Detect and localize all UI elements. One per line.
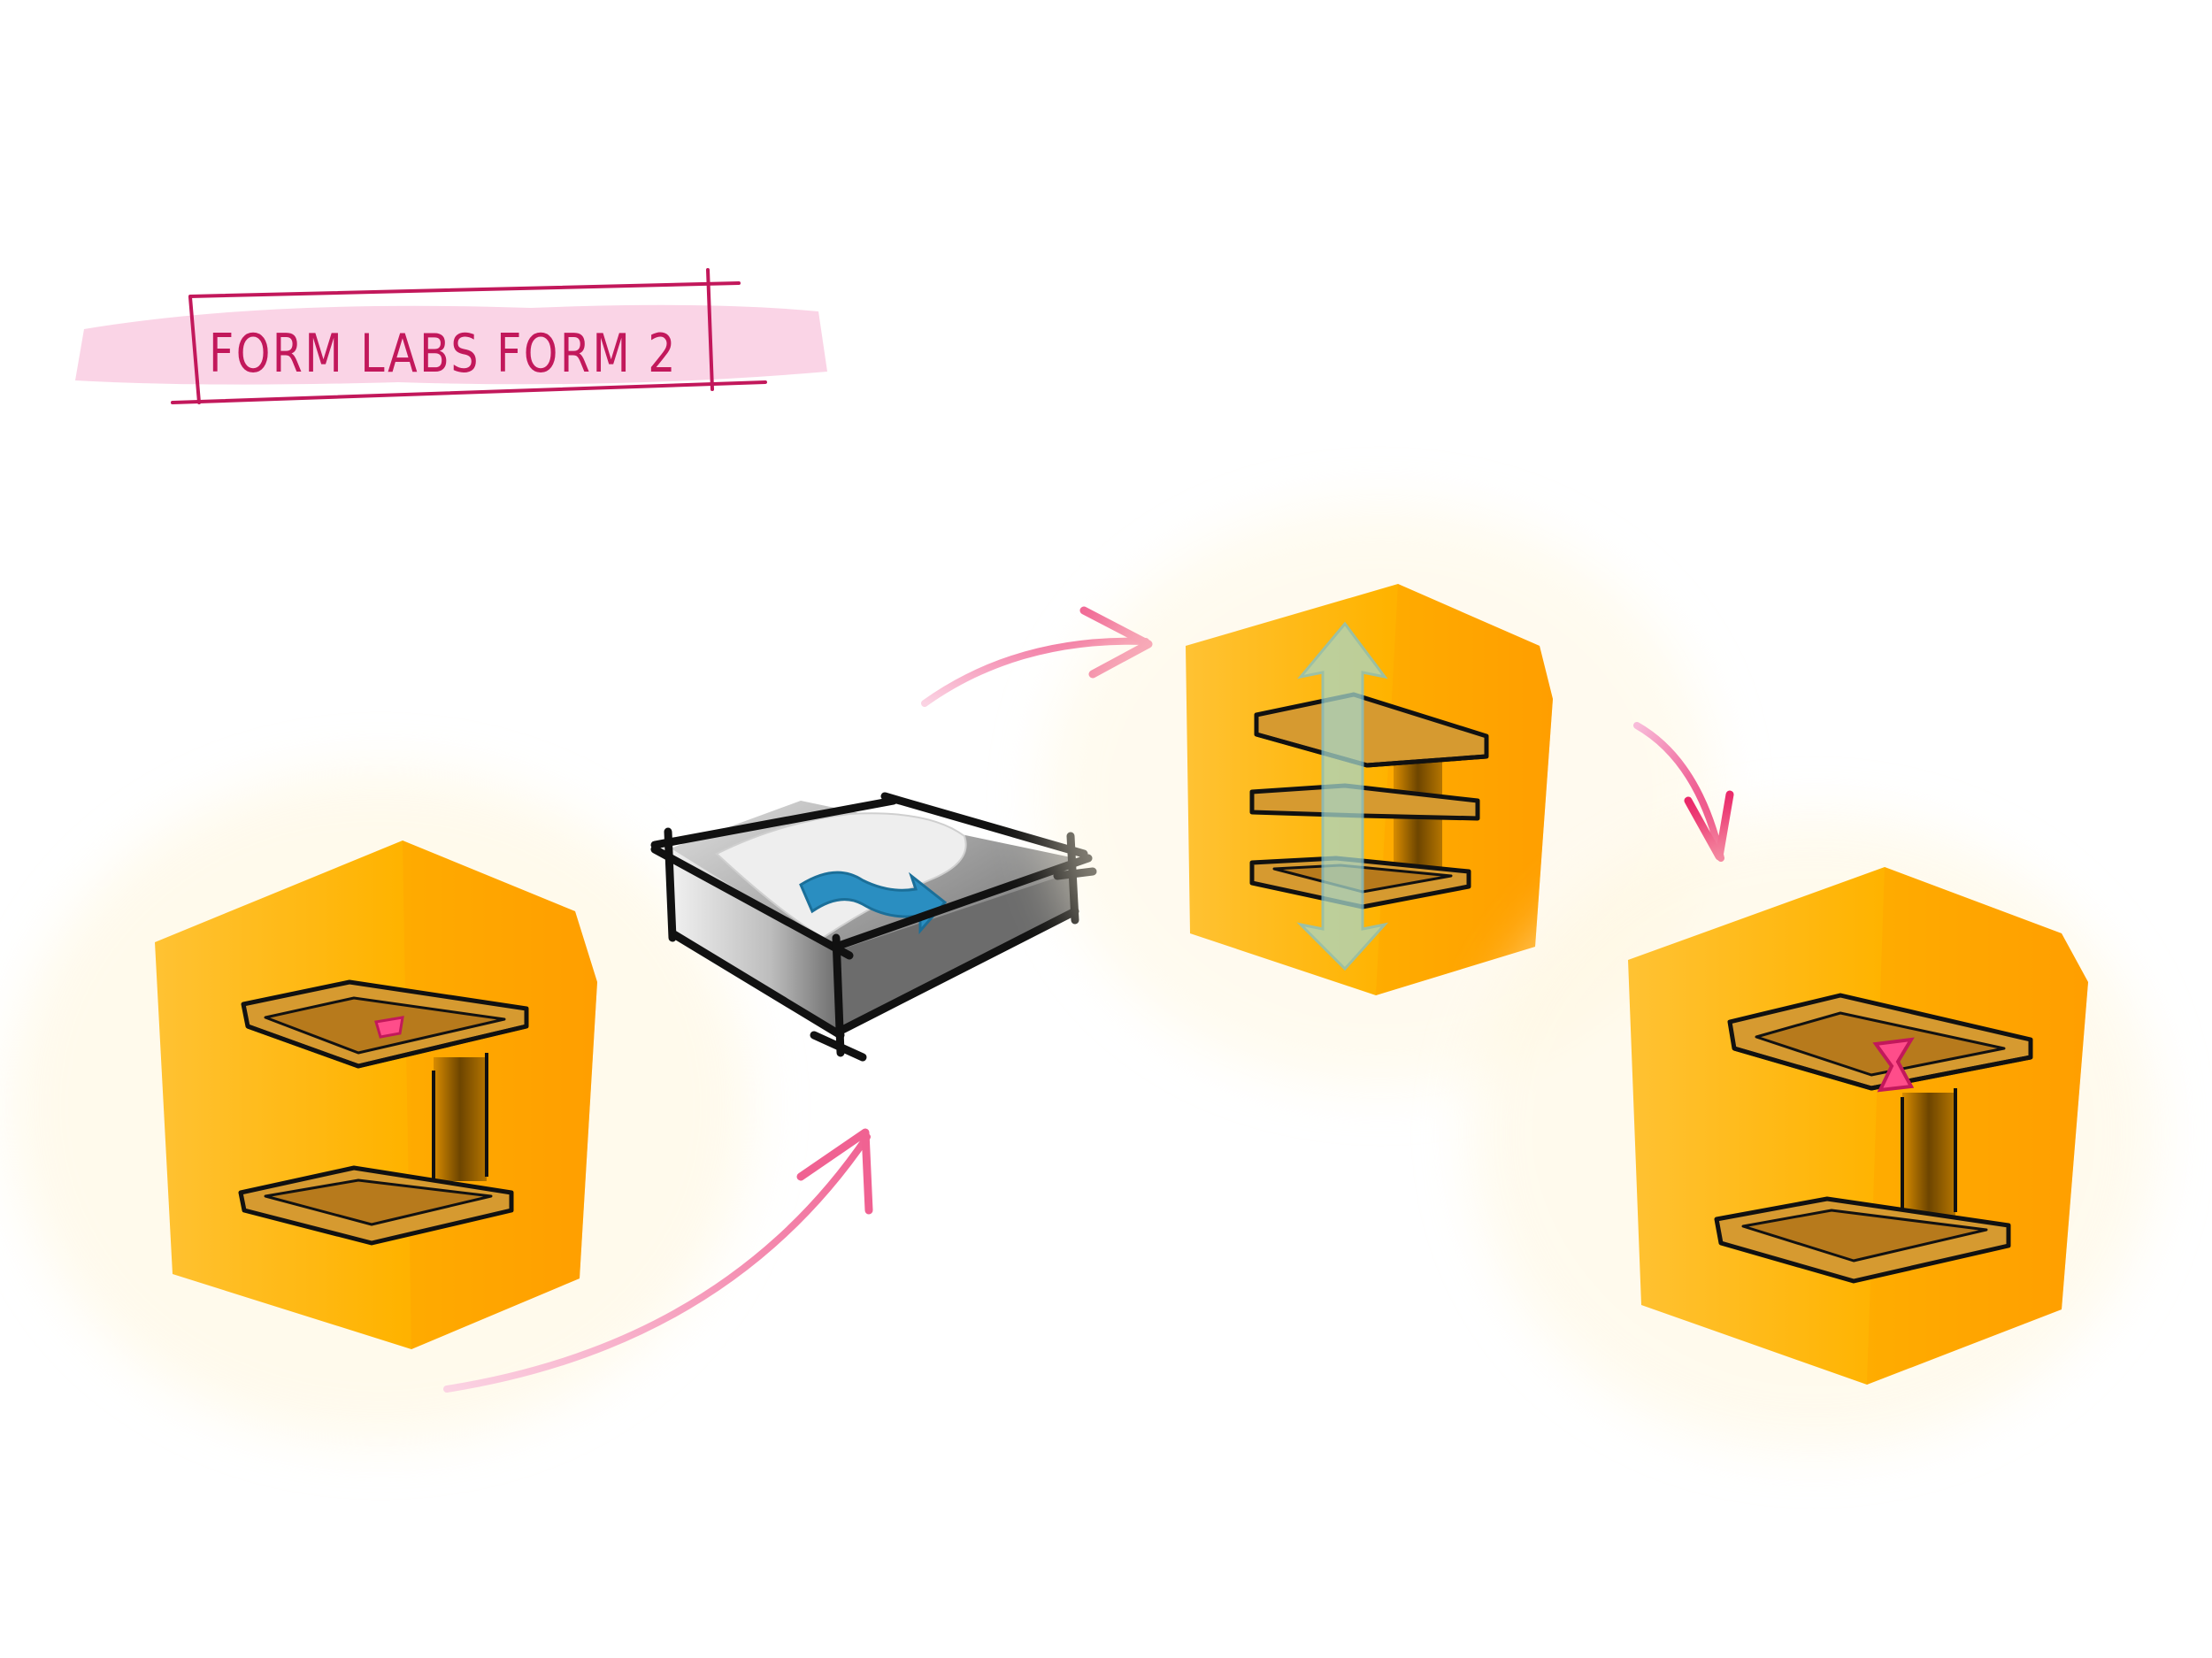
vertical-motion-arrow (1296, 621, 1389, 971)
resin-tank (238, 1165, 514, 1246)
z-axis-column (434, 1057, 487, 1181)
title-group: FORM LABS FORM 2 (75, 268, 827, 404)
step-4-printer (1469, 814, 2159, 1451)
title-highlight-stroke (75, 304, 827, 385)
finished-printed-part (1872, 1037, 1915, 1093)
diagram-title: FORM LABS FORM 2 (209, 323, 678, 385)
arrow-step1-to-step2 (443, 1128, 873, 1393)
printed-part (374, 1016, 404, 1039)
resin-tank (1714, 1196, 2011, 1284)
resin-flow-arrow (799, 871, 948, 934)
z-axis-column (1902, 1093, 1955, 1217)
printer-body (155, 841, 597, 1349)
step-2-resin-tank (650, 792, 1097, 1062)
step-1-printer (9, 770, 752, 1442)
title-frame (171, 268, 767, 404)
